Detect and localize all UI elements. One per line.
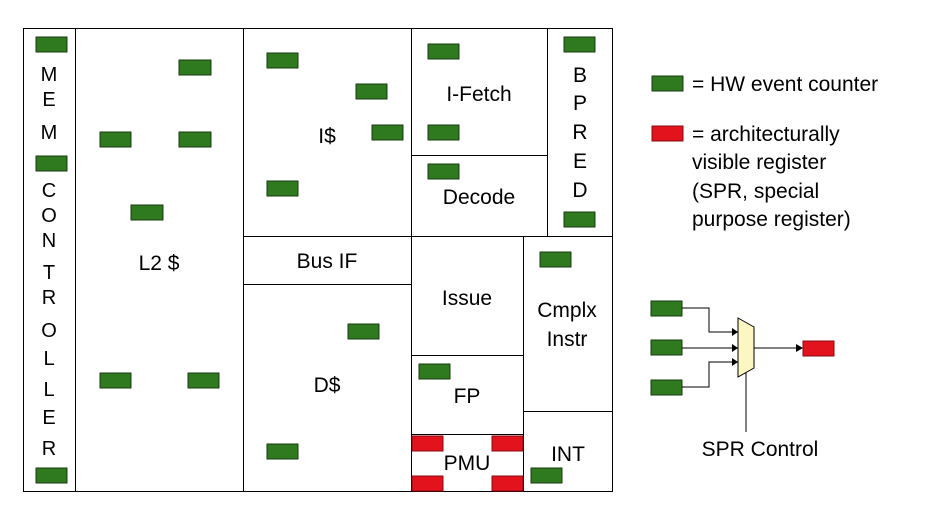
issue-label: Issue	[442, 287, 492, 310]
mem-letter: R	[42, 438, 56, 460]
mem-letter: O	[41, 320, 57, 342]
bpred-letter: B	[573, 64, 587, 87]
arrow-head	[732, 358, 738, 366]
arrow-head	[732, 344, 738, 352]
hw-event-counter	[355, 83, 388, 100]
mem-letter: L	[43, 379, 54, 401]
hw-event-counter	[530, 467, 563, 484]
mux-input-counter	[650, 379, 683, 396]
hw-event-counter	[266, 180, 299, 197]
hw-event-counter	[35, 467, 68, 484]
mux-input-counter	[650, 300, 683, 317]
ifetch-label: I-Fetch	[446, 83, 511, 106]
legend-arch-text: purpose register)	[692, 208, 851, 231]
hw-event-counter	[427, 43, 460, 60]
architectural-register	[411, 435, 444, 452]
architectural-register	[491, 435, 524, 452]
hw-event-counter	[130, 204, 164, 221]
architectural-register	[411, 475, 444, 492]
hw-event-counter	[35, 155, 68, 172]
hw-event-counter	[187, 372, 220, 389]
mux-input-wire	[682, 307, 738, 333]
mem-letter: E	[42, 407, 55, 429]
pmu-registers	[411, 435, 524, 492]
bus-if-label: Bus IF	[297, 250, 358, 273]
legend-arch-text: (SPR, special	[692, 180, 819, 203]
multiplexer	[737, 317, 755, 378]
mem-letter: T	[43, 262, 55, 284]
pmu-label: PMU	[444, 452, 491, 475]
bpred-letter: E	[573, 150, 587, 173]
hw-event-counter	[371, 124, 404, 141]
hw-event-counter	[178, 131, 212, 148]
spr-mux-diagram: SPR Control	[650, 300, 835, 461]
hw-event-counter	[266, 443, 299, 460]
mem-letter: M	[41, 64, 58, 86]
spr-control-label: SPR Control	[702, 438, 819, 461]
legend-arch-swatch	[651, 125, 684, 142]
legend-arch-text: visible register	[692, 151, 826, 174]
decode-label: Decode	[443, 186, 515, 209]
hw-event-counter	[427, 163, 460, 180]
hw-event-counter	[563, 36, 596, 53]
arrow-head	[732, 328, 738, 336]
legend: = HW event counter = architecturally vis…	[651, 73, 878, 231]
mux-input-wire	[682, 361, 738, 388]
mem-letter: M	[41, 122, 58, 144]
hw-counters	[35, 36, 596, 484]
legend-hw-swatch	[651, 75, 684, 92]
legend-arch-text: = architecturally	[692, 123, 840, 146]
fp-label: FP	[454, 385, 481, 408]
mux-input-counter	[650, 339, 683, 356]
bpred-letter: P	[573, 92, 587, 115]
mem-letter: L	[43, 348, 54, 370]
hw-event-counter	[266, 52, 299, 69]
bpred-label: B P R E D	[572, 64, 587, 202]
hw-event-counter	[35, 36, 68, 53]
bpred-letter: R	[572, 121, 587, 144]
hw-event-counter	[539, 251, 572, 268]
cmplx-instr-label: Instr	[547, 328, 588, 351]
hw-event-counter	[563, 211, 596, 228]
cmplx-instr-label: Cmplx	[537, 299, 597, 322]
mem-letter: E	[42, 89, 55, 111]
mem-letter: R	[42, 287, 56, 309]
legend-hw-text: = HW event counter	[692, 73, 878, 96]
dcache-label: D$	[314, 374, 341, 397]
spr-register	[802, 340, 835, 357]
architectural-register	[491, 475, 524, 492]
arrow-head	[796, 344, 803, 352]
chip-outline	[23, 28, 613, 492]
hw-event-counter	[99, 131, 132, 148]
int-label: INT	[551, 443, 585, 466]
l2-cache-label: L2 $	[139, 252, 180, 275]
hw-event-counter	[99, 372, 132, 389]
hw-event-counter	[427, 124, 460, 141]
hw-event-counter	[178, 59, 212, 76]
mem-letter: O	[41, 205, 57, 227]
mem-controller-label: M E M C O N T R O L L E R	[41, 64, 58, 460]
mem-letter: C	[42, 180, 56, 202]
hw-event-counter	[418, 363, 451, 380]
mem-letter: N	[42, 230, 56, 252]
icache-label: I$	[318, 125, 336, 148]
hw-event-counter	[347, 323, 380, 340]
bpred-letter: D	[572, 179, 587, 202]
